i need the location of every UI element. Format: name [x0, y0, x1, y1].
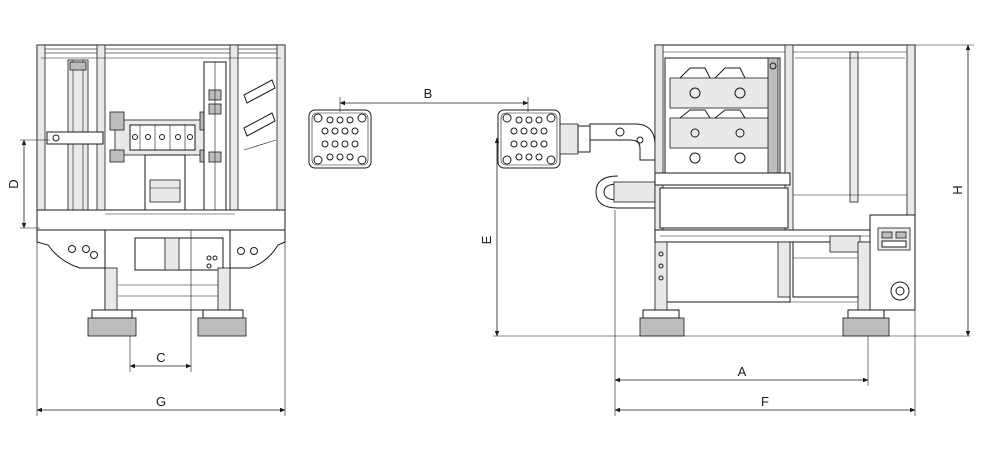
dimension-lines [20, 44, 974, 416]
dimension-label-d: D [6, 179, 21, 188]
dimension-label-b: B [424, 86, 433, 101]
dimension-label-c: C [156, 350, 165, 365]
left-machine-front-view [36, 44, 286, 337]
pallet-start-position [308, 109, 372, 169]
dimension-label-g: G [156, 394, 166, 409]
transfer-arm [559, 123, 657, 209]
right-machine-side-view [639, 44, 916, 337]
dimension-label-f: F [761, 394, 769, 409]
dimension-label-h: H [950, 185, 965, 194]
dimension-label-a: A [738, 364, 747, 379]
dimension-label-e: E [479, 235, 494, 244]
pallet-end-position [497, 109, 561, 169]
